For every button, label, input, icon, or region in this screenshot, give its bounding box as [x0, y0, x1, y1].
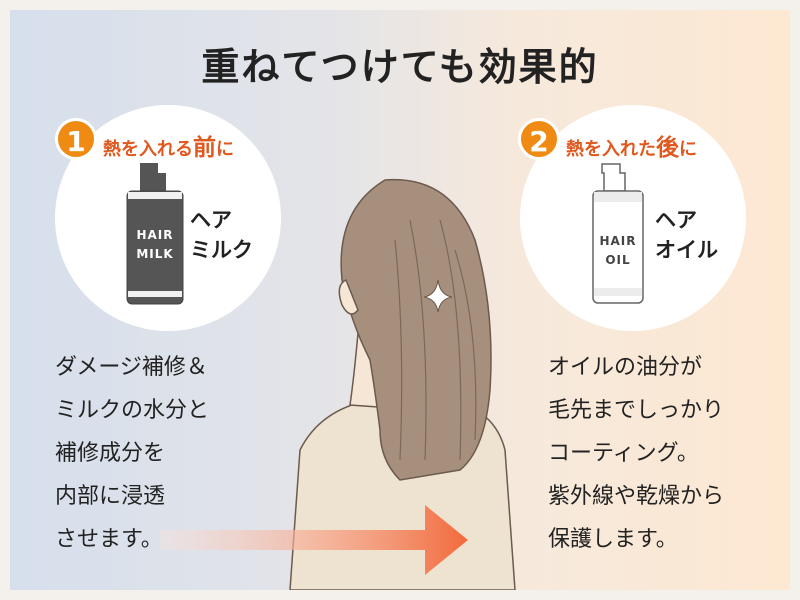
step-number-badge: 1 [55, 118, 97, 160]
hair [340, 178, 492, 481]
step-number-badge: 2 [518, 118, 560, 160]
step-label: 熱を入れる前に [103, 135, 234, 161]
product-name: ヘアミルク [190, 208, 253, 262]
arrow [160, 505, 468, 575]
product-name: ヘアオイル [655, 208, 718, 262]
hair-milk-bottle [126, 163, 184, 305]
sparkle-icon [423, 279, 453, 313]
oil-description: オイルの油分が 毛先までしっかり コーティング。 紫外線や乾燥から 保護します。 [548, 355, 725, 552]
ear [338, 278, 359, 315]
page-title: 重ねてつけても効果的 [201, 45, 599, 89]
milk-description: ダメージ補修＆ ミルクの水分と 補修成分を 内部に浸透 させます。 [55, 355, 210, 552]
hair-oil-bottle [592, 163, 644, 304]
step-label: 熱を入れた後に [566, 135, 697, 161]
